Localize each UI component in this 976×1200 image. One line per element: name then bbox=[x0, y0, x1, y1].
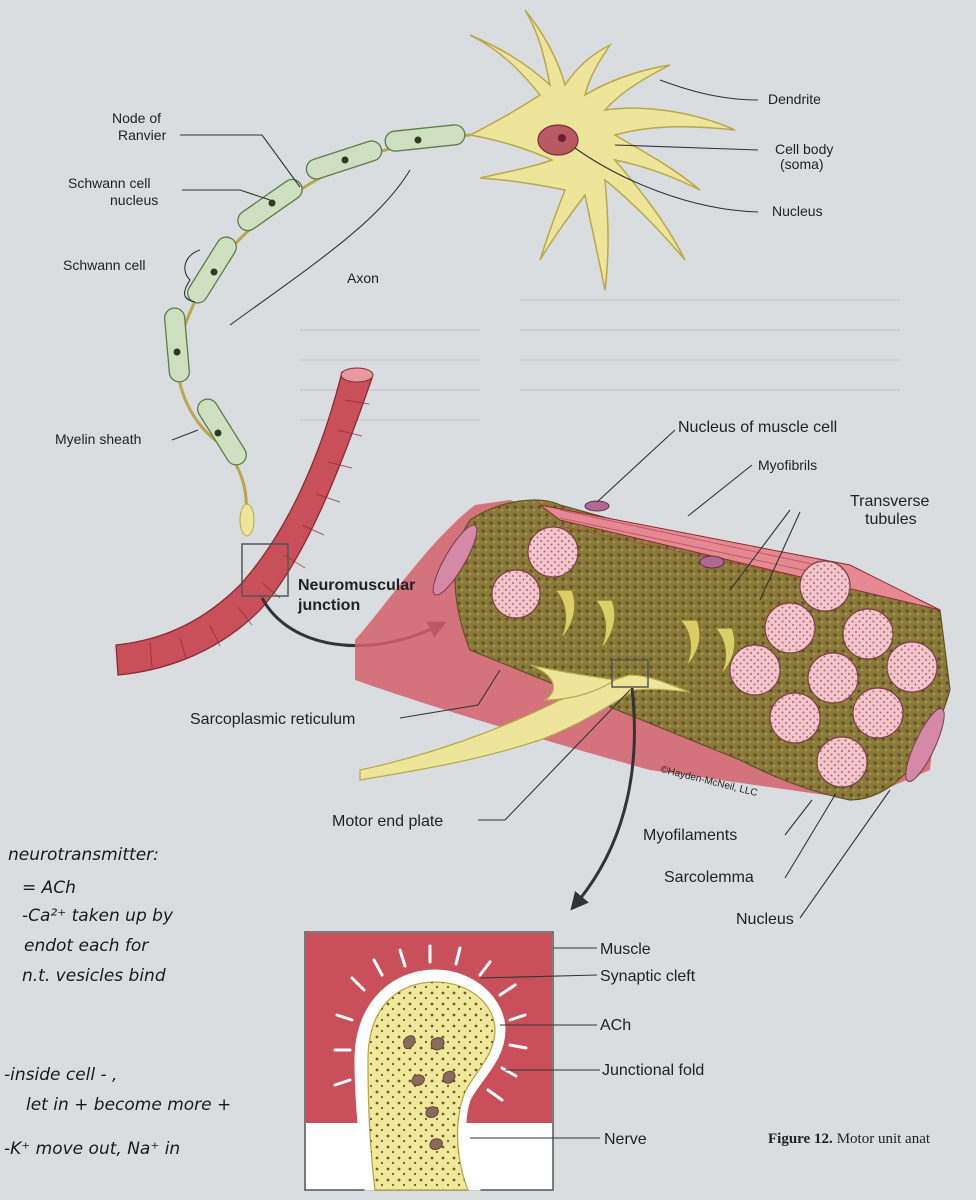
axon-myelin bbox=[163, 124, 471, 537]
label-nerve: Nerve bbox=[604, 1131, 647, 1148]
motor-nerve-branch bbox=[529, 664, 617, 701]
label-myofibrils: Myofibrils bbox=[758, 457, 817, 473]
t-tubule bbox=[593, 599, 616, 651]
muscle-fiber-long bbox=[115, 367, 374, 676]
junction-highlight-box bbox=[241, 543, 289, 597]
schwann-nucleus-dot bbox=[214, 429, 222, 437]
muscle-cell-3d bbox=[355, 499, 951, 801]
myelin-segment bbox=[384, 124, 466, 152]
junctional-folds bbox=[333, 944, 528, 1102]
label-ach: ACh bbox=[600, 1017, 631, 1034]
motor-nerve-branch bbox=[359, 674, 691, 781]
sarcolemma-edge-nucleus bbox=[905, 708, 945, 782]
sarcoplasm bbox=[454, 499, 951, 801]
schwann-nucleus-dot bbox=[341, 156, 349, 164]
label-myofilaments: Myofilaments bbox=[643, 827, 737, 844]
inset-leaders bbox=[470, 947, 600, 1139]
inset-arrow bbox=[570, 687, 636, 911]
label-axon: Axon bbox=[347, 270, 379, 286]
note-line: n.t. vesicles bind bbox=[22, 966, 166, 986]
t-tubule bbox=[713, 627, 736, 677]
soma-nucleus bbox=[537, 124, 579, 156]
note-line: endot each for bbox=[24, 936, 149, 956]
note-line: -Ca²⁺ taken up by bbox=[22, 906, 174, 926]
inset-ach-vesicles bbox=[368, 982, 495, 1190]
muscle-leaders bbox=[399, 429, 891, 919]
note-line: = ACh bbox=[22, 878, 76, 898]
handwritten-notes: neurotransmitter: = ACh -Ca²⁺ taken up b… bbox=[4, 845, 231, 1159]
axon-terminal bbox=[239, 503, 255, 537]
muscle-nucleus bbox=[584, 500, 610, 512]
label-nucleus-of-muscle-cell: Nucleus of muscle cell bbox=[678, 419, 837, 436]
label-muscle-nucleus: Nucleus bbox=[736, 911, 794, 928]
inset-label-group: Muscle Synaptic cleft ACh Junctional fol… bbox=[600, 941, 704, 1148]
t-tubule bbox=[553, 589, 576, 641]
myelin-segment bbox=[197, 398, 247, 466]
note-line: -inside cell - , bbox=[4, 1065, 117, 1085]
schwann-nucleus-dot bbox=[268, 199, 276, 207]
label-cell-body: Cell body(soma) bbox=[775, 141, 833, 172]
schwann-nucleus-dot bbox=[414, 136, 422, 144]
label-muscle: Muscle bbox=[600, 941, 651, 958]
note-line: neurotransmitter: bbox=[8, 845, 159, 865]
muscle-nucleus bbox=[699, 555, 725, 569]
figure-caption: Figure 12.Motor unit anat bbox=[768, 1131, 931, 1147]
myelin-segment bbox=[163, 307, 191, 383]
caption-text: Figure 12.Motor unit anat bbox=[768, 1131, 931, 1147]
label-myelin-sheath: Myelin sheath bbox=[55, 431, 141, 447]
schwann-nucleus-dot bbox=[210, 268, 218, 276]
end-plate-highlight-box bbox=[611, 659, 649, 688]
label-schwann-cell: Schwann cell bbox=[63, 257, 146, 273]
label-dendrite: Dendrite bbox=[768, 91, 821, 107]
note-line: -K⁺ move out, Na⁺ in bbox=[4, 1139, 180, 1159]
label-neuron-nucleus: Nucleus bbox=[772, 203, 823, 219]
t-tubule bbox=[678, 619, 701, 669]
label-sarcoplasmic-reticulum: Sarcoplasmic reticulum bbox=[190, 711, 355, 728]
schwann-nucleus-dot bbox=[173, 348, 181, 356]
nucleolus bbox=[558, 134, 566, 142]
label-junctional-fold: Junctional fold bbox=[602, 1062, 704, 1079]
soma-shape bbox=[467, 9, 736, 291]
synapse-inset bbox=[304, 931, 554, 1191]
fiber-end bbox=[340, 367, 374, 383]
neuron-leaders bbox=[171, 79, 759, 441]
sarcolemma-edge-nucleus bbox=[432, 524, 478, 596]
note-line: let in + become more + bbox=[26, 1095, 231, 1115]
background-text-bleed bbox=[300, 299, 900, 421]
label-sarcolemma: Sarcolemma bbox=[664, 869, 754, 886]
label-motor-end-plate: Motor end plate bbox=[332, 813, 443, 830]
neuron-cell-body bbox=[467, 9, 736, 291]
label-synaptic-cleft: Synaptic cleft bbox=[600, 968, 696, 985]
